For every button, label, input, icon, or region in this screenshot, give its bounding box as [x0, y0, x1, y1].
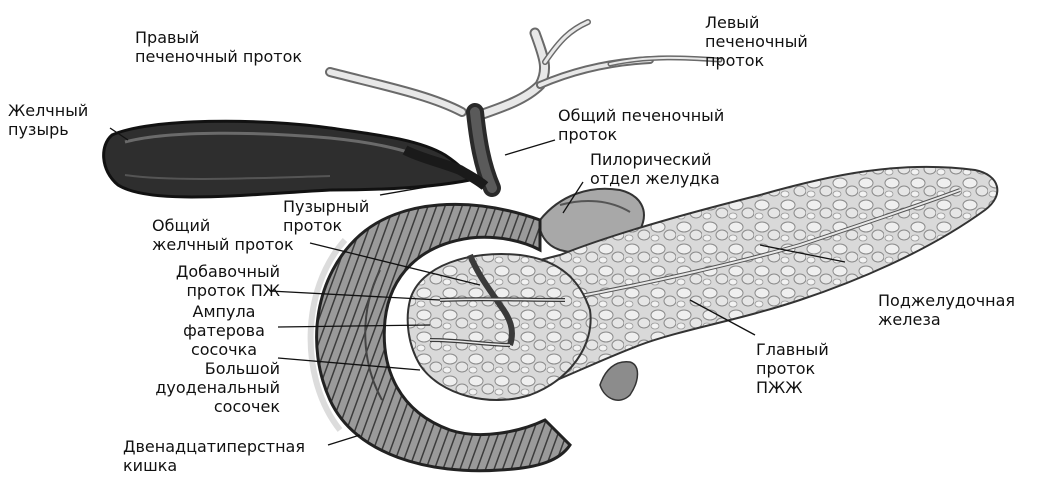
hepatic-ducts — [330, 22, 720, 115]
label-main-pancreatic-duct: Главный проток ПЖЖ — [756, 340, 829, 397]
label-pyloric-stomach: Пилорический отдел желудка — [590, 150, 720, 188]
label-duodenum: Двенадцатиперстная кишка — [123, 437, 305, 475]
label-ampulla-of-vater: Ампула фатерова сосочка — [168, 302, 280, 359]
label-common-hepatic-duct: Общий печеночный проток — [558, 106, 724, 144]
label-pancreas: Поджелудочная железа — [878, 291, 1015, 329]
label-left-hepatic-duct: Левый печеночный проток — [705, 13, 808, 70]
label-accessory-pancreatic-duct: Добавочный проток ПЖ — [140, 262, 280, 300]
label-common-bile-duct: Общий желчный проток — [152, 216, 294, 254]
label-gallbladder: Желчный пузырь — [8, 101, 88, 139]
gallbladder-shape — [104, 121, 485, 197]
label-right-hepatic-duct: Правый печеночный проток — [135, 28, 302, 66]
label-major-duodenal-papilla: Большой дуоденальный сосочек — [110, 359, 280, 416]
label-cystic-duct: Пузырный проток — [283, 197, 369, 235]
